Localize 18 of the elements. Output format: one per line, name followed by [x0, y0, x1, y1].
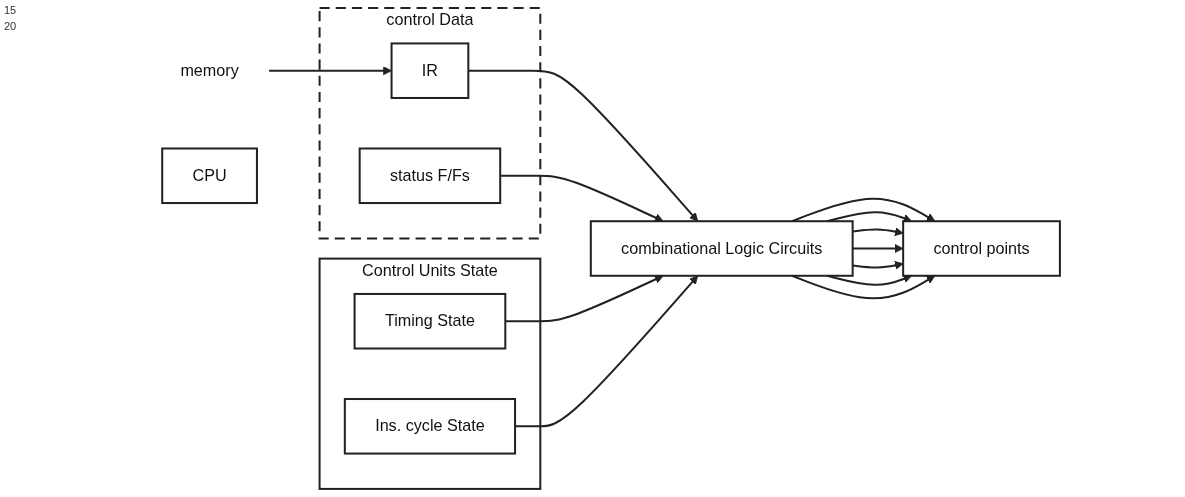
arrow — [505, 275, 664, 323]
arrow — [468, 69, 699, 222]
arrow — [852, 260, 904, 270]
line-number: 15 — [4, 4, 17, 16]
node-box: IR — [390, 42, 470, 99]
node-box: status F/Fs — [358, 147, 502, 205]
node-text: memory — [180, 61, 239, 79]
arrow — [852, 244, 904, 253]
arrow — [515, 275, 699, 428]
arrow — [500, 174, 664, 222]
node-box: control points — [902, 220, 1061, 277]
line-number: 20 — [4, 20, 17, 32]
node-box: Timing State — [353, 292, 507, 350]
arrow — [269, 66, 392, 76]
node-box: Ins. cycle State — [343, 398, 517, 455]
node-box: CPU — [161, 147, 258, 205]
node-box: combinational Logic Circuits — [589, 220, 854, 277]
arrow — [852, 227, 904, 237]
